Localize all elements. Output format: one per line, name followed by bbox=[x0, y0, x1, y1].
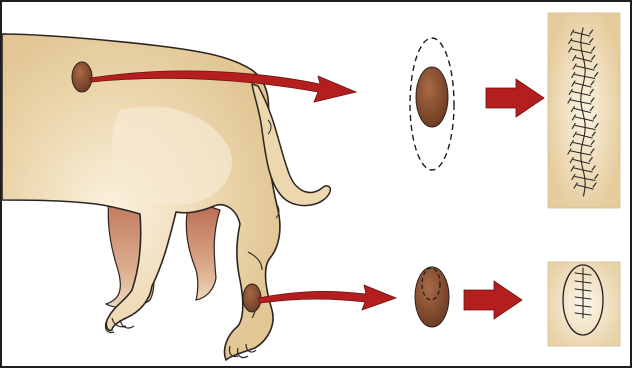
flank-lesion-icon bbox=[72, 62, 92, 92]
bottom-lesion-icon bbox=[415, 267, 449, 327]
top-sutured-panel bbox=[548, 13, 620, 208]
bottom-sutured-panel bbox=[548, 262, 620, 346]
top-lesion-icon bbox=[416, 67, 448, 127]
bottom-excision-step bbox=[415, 267, 449, 327]
